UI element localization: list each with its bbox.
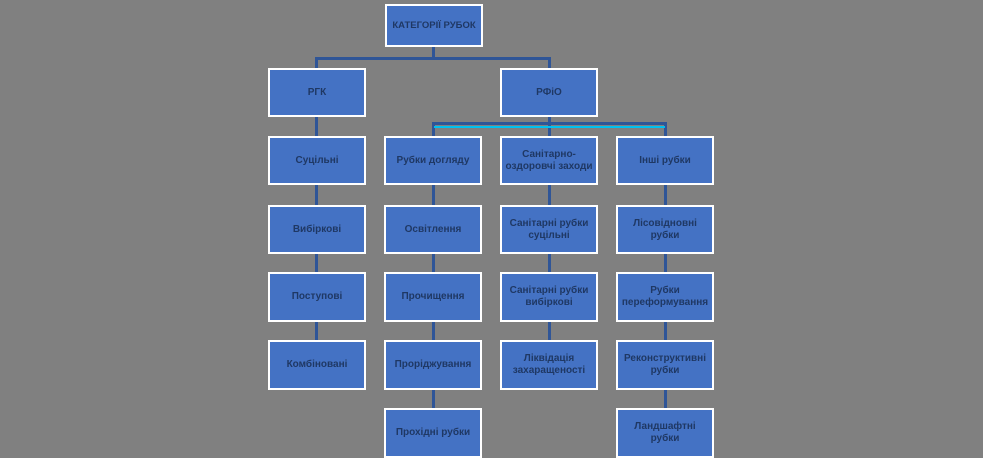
node-sucilni[interactable]: Суцільні	[268, 136, 366, 185]
node-rgk[interactable]: РГК	[268, 68, 366, 117]
node-kategorii-rubok[interactable]: КАТЕГОРІЇ РУБОК	[385, 4, 483, 47]
node-sanitarni-rubky-vybirkovi[interactable]: Санітарні рубки вибіркові	[500, 272, 598, 322]
node-proridzhuvannia[interactable]: Проріджування	[384, 340, 482, 390]
node-prokhidni-rubky[interactable]: Прохідні рубки	[384, 408, 482, 458]
connector-rgk-drop	[315, 57, 318, 68]
connector-col3-spine	[548, 185, 551, 342]
node-kombinovani[interactable]: Комбіновані	[268, 340, 366, 390]
node-inshi-rubky[interactable]: Інші рубки	[616, 136, 714, 185]
connector-root-horizontal	[315, 57, 551, 60]
connector-selected-highlight[interactable]	[434, 126, 665, 128]
node-sanitarno-ozdorovchi-zakhody[interactable]: Санітарно-оздоровчі заходи	[500, 136, 598, 185]
node-osvitlennia[interactable]: Освітлення	[384, 205, 482, 254]
node-sanitarni-rubky-sucilni[interactable]: Санітарні рубки суцільні	[500, 205, 598, 254]
node-vybirkovi[interactable]: Вибіркові	[268, 205, 366, 254]
node-lisovidnovni-rubky[interactable]: Лісовідновні рубки	[616, 205, 714, 254]
connector-rfio-drop	[548, 57, 551, 68]
node-rubky-pereformuvannia[interactable]: Рубки переформування	[616, 272, 714, 322]
node-landshaftni-rubky[interactable]: Ландшафтні рубки	[616, 408, 714, 458]
node-rekonstruktyvni-rubky[interactable]: Реконструктивні рубки	[616, 340, 714, 390]
connector-rfio-horizontal	[432, 122, 667, 125]
connector-root-drop	[432, 46, 435, 58]
node-prochyshchennia[interactable]: Прочищення	[384, 272, 482, 322]
node-rfio[interactable]: РФіО	[500, 68, 598, 117]
connector-col4-drop	[664, 122, 667, 136]
connector-col2-drop	[432, 122, 435, 136]
node-likvidatsiia-zakharashchenosti[interactable]: Ліквідація захаращеності	[500, 340, 598, 390]
node-rubky-dohliadu[interactable]: Рубки догляду	[384, 136, 482, 185]
node-postupovi[interactable]: Поступові	[268, 272, 366, 322]
